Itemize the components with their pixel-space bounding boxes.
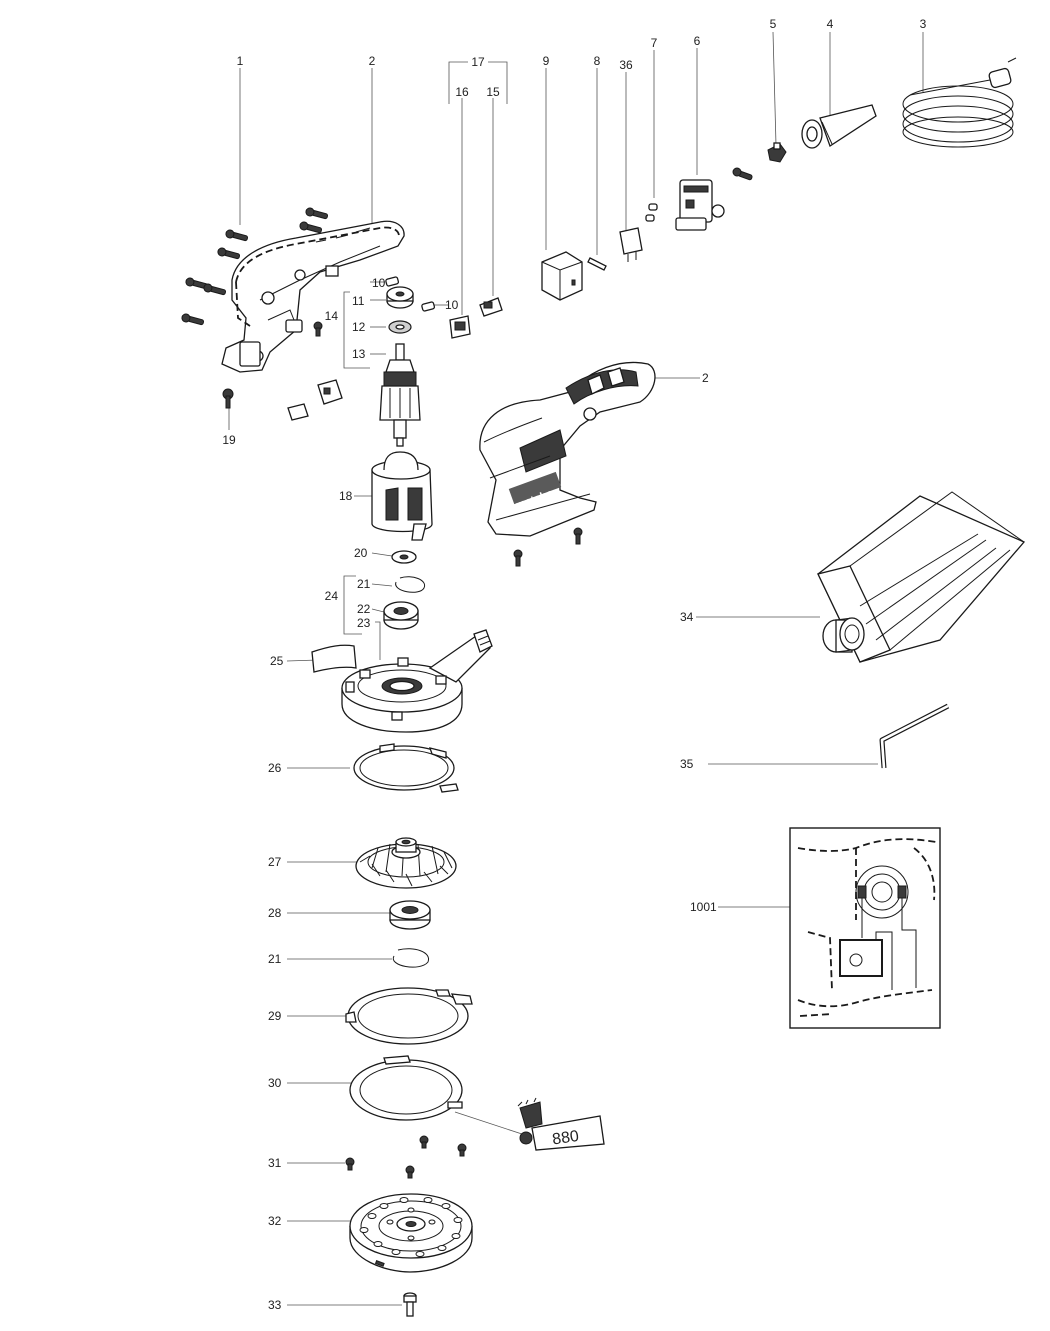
part-3-power-cable: [902, 57, 1017, 148]
part-2-housing-half: [221, 220, 405, 373]
label-27: 27: [268, 855, 282, 869]
part-30-ring: [349, 1055, 463, 1121]
part-2-housing-assembled: metabo: [479, 361, 656, 537]
part-33-bolt: [403, 1292, 417, 1317]
label-7: 7: [651, 36, 658, 50]
part-1-screws: [181, 207, 329, 326]
label-6: 6: [694, 34, 701, 48]
label-34: 34: [680, 610, 694, 624]
part-20-washer: [391, 550, 417, 564]
part-21-circlip-top: [395, 576, 426, 593]
part-35-hex-key: [879, 703, 950, 769]
part-11-bearing: [386, 286, 414, 309]
part-19-screw: [222, 388, 234, 409]
label-19: 19: [222, 433, 236, 447]
part-9-capacitor: [541, 251, 583, 301]
leader-lines: [228, 31, 924, 1306]
housing-screw-small: [313, 321, 323, 337]
label-9: 9: [543, 54, 550, 68]
label-24: 24: [325, 589, 339, 603]
label-25: 25: [270, 654, 284, 668]
label-30: 30: [268, 1076, 282, 1090]
part-27-fan: [355, 837, 457, 889]
housing-screws-bottom: [513, 527, 583, 567]
part-12-washer: [388, 320, 412, 334]
part-1001-wiring-diagram: [789, 827, 941, 1029]
label-33: 33: [268, 1298, 282, 1312]
label-4: 4: [827, 17, 834, 31]
label-23: 23: [357, 616, 371, 630]
part-23-bearing-housing: [341, 629, 493, 733]
label-28: 28: [268, 906, 282, 920]
part-36-suppressor: [619, 227, 643, 262]
part-4-cable-sleeve: [801, 104, 877, 149]
part-28-bearing: [389, 900, 431, 930]
label-12: 12: [352, 320, 366, 334]
label-36: 36: [619, 58, 633, 72]
connector-blocks: [287, 379, 343, 421]
label-8: 8: [594, 54, 601, 68]
label-2: 2: [369, 54, 376, 68]
label-16: 16: [455, 85, 469, 99]
label-21b: 21: [268, 952, 282, 966]
part-10-carbon-brush: [385, 276, 436, 312]
part-7-terminals: [645, 203, 658, 222]
part-8-pin: [587, 257, 607, 271]
label-14: 14: [325, 309, 339, 323]
part-31-screws: [345, 1135, 467, 1179]
label-26: 26: [268, 761, 282, 775]
label-31: 31: [268, 1156, 282, 1170]
part-32-sanding-pad: [349, 1193, 473, 1273]
part-29-brake-ring: [345, 987, 473, 1045]
part-22-bearing: [383, 601, 419, 630]
switch-screw: [732, 167, 753, 181]
part-26-seal-ring: [353, 743, 459, 793]
grease-tube-880: 880: [517, 1097, 605, 1151]
label-13: 13: [352, 347, 366, 361]
label-10a: 10: [372, 276, 386, 290]
label-22: 22: [357, 602, 371, 616]
label-17: 17: [471, 55, 485, 69]
label-1: 1: [237, 54, 244, 68]
label-11: 11: [352, 294, 365, 308]
label-18: 18: [339, 489, 353, 503]
part-21-circlip-bottom: [392, 948, 430, 968]
part-13-armature: [379, 343, 421, 447]
part-34-dust-box: [817, 491, 1026, 663]
label-20: 20: [354, 546, 368, 560]
part-5-cable-clamp: [767, 142, 787, 163]
label-35: 35: [680, 757, 694, 771]
label-1001: 1001: [690, 900, 717, 914]
label-21a: 21: [357, 577, 371, 591]
label-5: 5: [770, 17, 777, 31]
part-labels: 1 2 3 4 5 6 7 8 9 36 17 16 15 10 11 14 1…: [222, 17, 926, 1312]
part-18-motor-housing: [371, 451, 433, 541]
label-15: 15: [486, 85, 500, 99]
label-32: 32: [268, 1214, 282, 1228]
part-6-switch: [675, 179, 725, 231]
label-29: 29: [268, 1009, 282, 1023]
label-2b: 2: [702, 371, 709, 385]
part-15-brush: [479, 297, 503, 317]
label-10b: 10: [445, 298, 459, 312]
label-3: 3: [920, 17, 927, 31]
part-25-label: [311, 644, 357, 673]
part-16-brush-holder: [449, 315, 471, 339]
grease-tube-text: 880: [551, 1128, 580, 1149]
